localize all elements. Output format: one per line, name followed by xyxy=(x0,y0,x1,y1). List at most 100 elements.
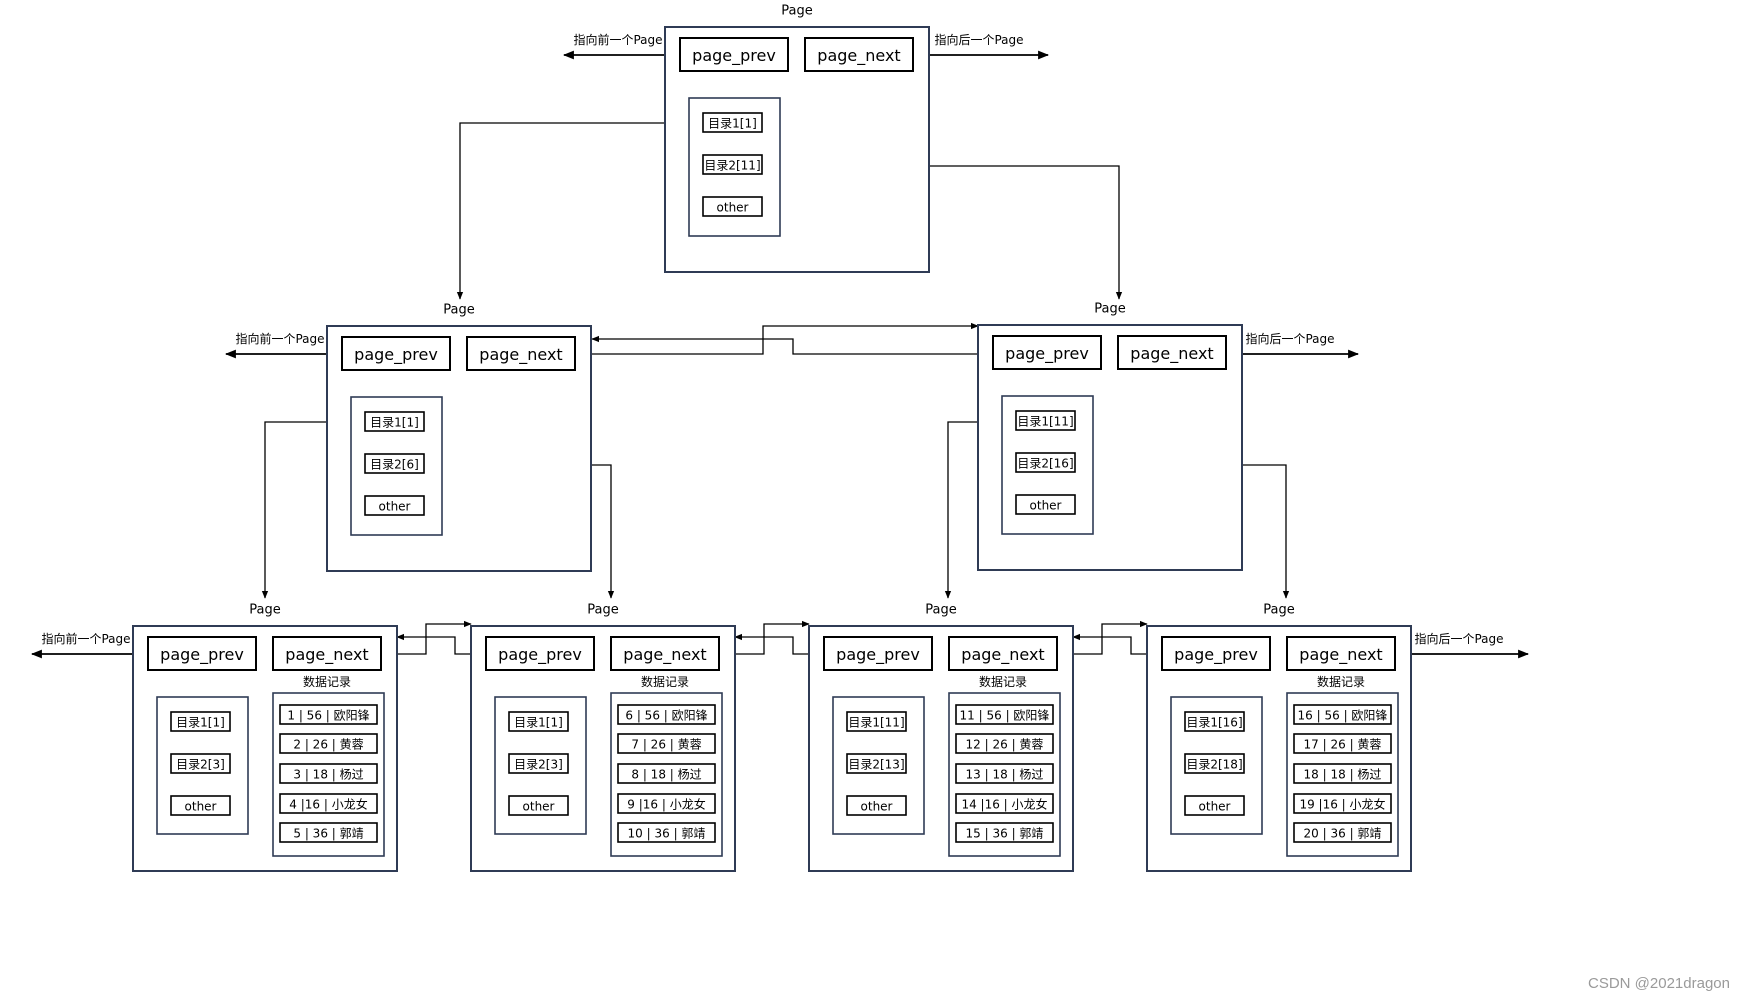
leaf-1-next-link xyxy=(721,620,810,655)
level1-1-page-next-box xyxy=(1117,335,1227,370)
root-title: Page xyxy=(781,4,812,19)
leaf-1-record-3-box xyxy=(617,793,716,814)
leaf-3-entry-2-box xyxy=(1184,795,1245,816)
level1-1-entry-0-box xyxy=(1015,410,1076,431)
leaf-3-records-title: 数据记录 xyxy=(1317,674,1365,689)
leaf-1-records-title: 数据记录 xyxy=(641,674,689,689)
leaf-2-entry-2-label: other xyxy=(861,800,893,814)
level1-0-next-link xyxy=(576,322,979,355)
level1-0-entry-2-box xyxy=(364,495,425,516)
leaf-1-entry-2-box xyxy=(508,795,569,816)
leaf-0-entry-0-box xyxy=(170,711,231,732)
root-entry-1-label: 目录2[11] xyxy=(704,159,760,173)
leaf-2-record-3-box xyxy=(955,793,1054,814)
leaf-2-entry-2-box xyxy=(846,795,907,816)
leaf-0-prev-ext-label: 指向前一个Page xyxy=(41,631,130,646)
leaf-2-record-1-label: 12 | 26 | 黄蓉 xyxy=(966,738,1044,752)
leaf-1-entry-0-box xyxy=(508,711,569,732)
root-page-prev-box xyxy=(679,37,789,72)
leaf-0-page-prev-label: page_prev xyxy=(160,645,244,665)
watermark: CSDN @2021dragon xyxy=(1588,975,1730,992)
leaf-3-record-4-box xyxy=(1293,822,1392,843)
leaf-0-record-3-box xyxy=(279,793,378,814)
leaf-3-entry-2-label: other xyxy=(1199,800,1231,814)
level1-0-entry-0-box xyxy=(364,411,425,432)
level1-1-title: Page xyxy=(1094,302,1125,317)
leaf-2-record-0-box xyxy=(955,704,1054,725)
root-entry-2-label: other xyxy=(717,201,749,215)
leaf-3-entry-1-label: 目录2[18] xyxy=(1186,758,1242,772)
leaf-3-record-3-label: 19 |16 | 小龙女 xyxy=(1299,797,1385,812)
leaf-3-record-1-label: 17 | 26 | 黄蓉 xyxy=(1304,738,1382,752)
leaf-3-record-0-label: 16 | 56 | 欧阳锋 xyxy=(1298,709,1388,723)
level1-0-title: Page xyxy=(443,303,474,318)
level1-1-entry-1-label: 目录2[16] xyxy=(1017,457,1073,471)
leaf-0-title: Page xyxy=(249,603,280,618)
leaf-3-title: Page xyxy=(1263,603,1294,618)
leaf-3-record-2-box xyxy=(1293,763,1392,784)
leaf-3-entry-0-label: 目录1[16] xyxy=(1186,716,1242,730)
level1-0-entry-1-box xyxy=(364,453,425,474)
level1-1-page-prev-label: page_prev xyxy=(1005,344,1089,364)
leaf-3-entry-0-box xyxy=(1184,711,1245,732)
leaf-2-entry-1-box xyxy=(846,753,907,774)
leaf-0-record-1-box xyxy=(279,733,378,754)
leaf-1-page-prev-box xyxy=(485,636,595,671)
root-entry-2-box xyxy=(702,196,763,217)
level1-0-page-prev-box xyxy=(341,336,451,371)
leaf-0-record-3-label: 4 |16 | 小龙女 xyxy=(289,797,367,812)
leaf-3-entry-1-box xyxy=(1184,753,1245,774)
leaf-2-record-1-box xyxy=(955,733,1054,754)
leaf-1-record-2-label: 8 | 18 | 杨过 xyxy=(631,767,701,782)
leaf-0-entry-2-label: other xyxy=(185,800,217,814)
leaf-0-record-0-label: 1 | 56 | 欧阳锋 xyxy=(287,709,369,723)
leaf-1-record-2-box xyxy=(617,763,716,784)
leaf-0-next-link xyxy=(383,620,472,655)
leaf-3-record-3-box xyxy=(1293,793,1392,814)
leaf-0-entry-0-label: 目录1[1] xyxy=(176,716,225,730)
leaf-1-record-4-label: 10 | 36 | 郭靖 xyxy=(628,827,706,841)
level1-0-entry-0-label: 目录1[1] xyxy=(370,416,419,430)
leaf-3-record-4-label: 20 | 36 | 郭靖 xyxy=(1304,827,1382,841)
leaf-1-record-3-label: 9 |16 | 小龙女 xyxy=(627,797,705,812)
leaf-1-page-prev-label: page_prev xyxy=(498,645,582,665)
leaf-1-record-0-box xyxy=(617,704,716,725)
leaf-2-page-next-label: page_next xyxy=(961,645,1044,665)
leaf-3-record-0-box xyxy=(1293,704,1392,725)
leaf-0-record-2-label: 3 | 18 | 杨过 xyxy=(293,767,363,782)
leaf-0-record-1-label: 2 | 26 | 黄蓉 xyxy=(293,738,363,752)
leaf-0-records-title: 数据记录 xyxy=(303,674,351,689)
leaf-0-entry-1-label: 目录2[3] xyxy=(176,758,225,772)
leaf-2-entry-0-label: 目录1[11] xyxy=(848,716,904,730)
leaf-2-title: Page xyxy=(925,603,956,618)
root-entry-1-box xyxy=(702,154,763,175)
leaf-1-record-1-label: 7 | 26 | 黄蓉 xyxy=(631,738,701,752)
leaf-2-entry-1-label: 目录2[13] xyxy=(848,758,904,772)
leaf-1-page-next-box xyxy=(610,636,720,671)
level1-1-entry-2-label: other xyxy=(1030,499,1062,513)
leaf-0-page-next-label: page_next xyxy=(285,645,368,665)
leaf-3-page-next-label: page_next xyxy=(1299,645,1382,665)
root-page-next-box xyxy=(804,37,914,72)
leaf-2-record-2-box xyxy=(955,763,1054,784)
leaf-2-page-next-box xyxy=(948,636,1058,671)
leaf-3-page-prev-label: page_prev xyxy=(1174,645,1258,665)
leaf-2-records-title: 数据记录 xyxy=(979,674,1027,689)
leaf-1-entry-1-label: 目录2[3] xyxy=(514,758,563,772)
level1-0-entry-2-label: other xyxy=(379,500,411,514)
level1-0-page-next-label: page_next xyxy=(479,345,562,365)
leaf-0-record-2-box xyxy=(279,763,378,784)
level1-1-page-next-label: page_next xyxy=(1130,344,1213,364)
leaf-1-record-1-box xyxy=(617,733,716,754)
level1-0-prev-ext-label: 指向前一个Page xyxy=(235,331,324,346)
leaf-3-page-next-box xyxy=(1286,636,1396,671)
leaf-1-record-4-box xyxy=(617,822,716,843)
leaf-0-record-4-label: 5 | 36 | 郭靖 xyxy=(293,827,363,841)
leaf-1-title: Page xyxy=(587,603,618,618)
level1-1-entry-2-box xyxy=(1015,494,1076,515)
root-entry-0-box xyxy=(702,112,763,133)
page-nodes: Page page_prev page_next 目录1[1] 目录2[11] other… xyxy=(41,4,1504,872)
level1-0-page-prev-label: page_prev xyxy=(354,345,438,365)
leaf-3-next-ext-label: 指向后一个Page xyxy=(1414,631,1503,646)
